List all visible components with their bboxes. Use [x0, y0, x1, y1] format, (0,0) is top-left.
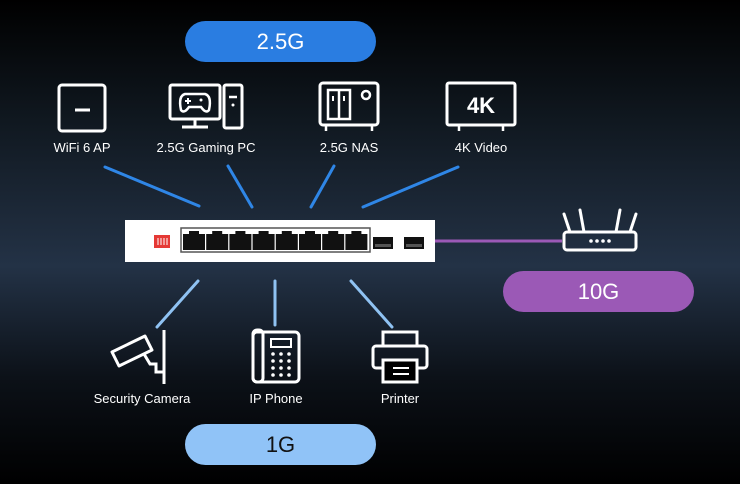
link-wifi-ap: [103, 165, 201, 208]
rj45-port: [183, 231, 205, 250]
4k-icon-text: 4K: [467, 93, 495, 118]
gaming-pc-icon: [168, 83, 244, 130]
device-label: WiFi 6 AP: [53, 140, 111, 155]
speed-badge-1g: 1G: [185, 424, 376, 465]
rj45-port: [252, 231, 275, 250]
network-switch: [125, 220, 435, 262]
rj45-port: [322, 231, 345, 250]
rj45-port: [275, 231, 298, 250]
device-label: IP Phone: [249, 391, 303, 406]
nas-icon: [318, 81, 380, 131]
link-4k-video: [361, 165, 460, 209]
4k-tv-icon: 4K: [445, 81, 517, 131]
rj45-port: [229, 231, 252, 250]
link-security-camera: [155, 279, 200, 329]
security-camera-icon: [110, 330, 166, 384]
device-label: 2.5G Gaming PC: [156, 140, 256, 155]
ip-phone-icon: [251, 328, 301, 384]
switch-front-panel: [154, 227, 424, 253]
link-gaming-pc: [226, 164, 254, 209]
device-label: Printer: [380, 391, 420, 406]
status-indicator: [154, 235, 170, 248]
device-label: 4K Video: [454, 140, 508, 155]
rj45-port: [299, 231, 321, 250]
router-icon: [562, 208, 638, 252]
sfp-port: [373, 237, 393, 249]
printer-icon: [371, 330, 429, 384]
sfp-port: [404, 237, 424, 249]
device-label: 2.5G NAS: [319, 140, 379, 155]
wifi-ap-icon: [57, 83, 107, 133]
speed-badge-2-5g: 2.5G: [185, 21, 376, 62]
device-label: Security Camera: [93, 391, 191, 406]
rj45-port: [206, 231, 229, 250]
link-nas: [309, 164, 336, 209]
speed-badge-10g: 10G: [503, 271, 694, 312]
rj45-port: [345, 231, 368, 250]
link-printer: [349, 279, 394, 329]
